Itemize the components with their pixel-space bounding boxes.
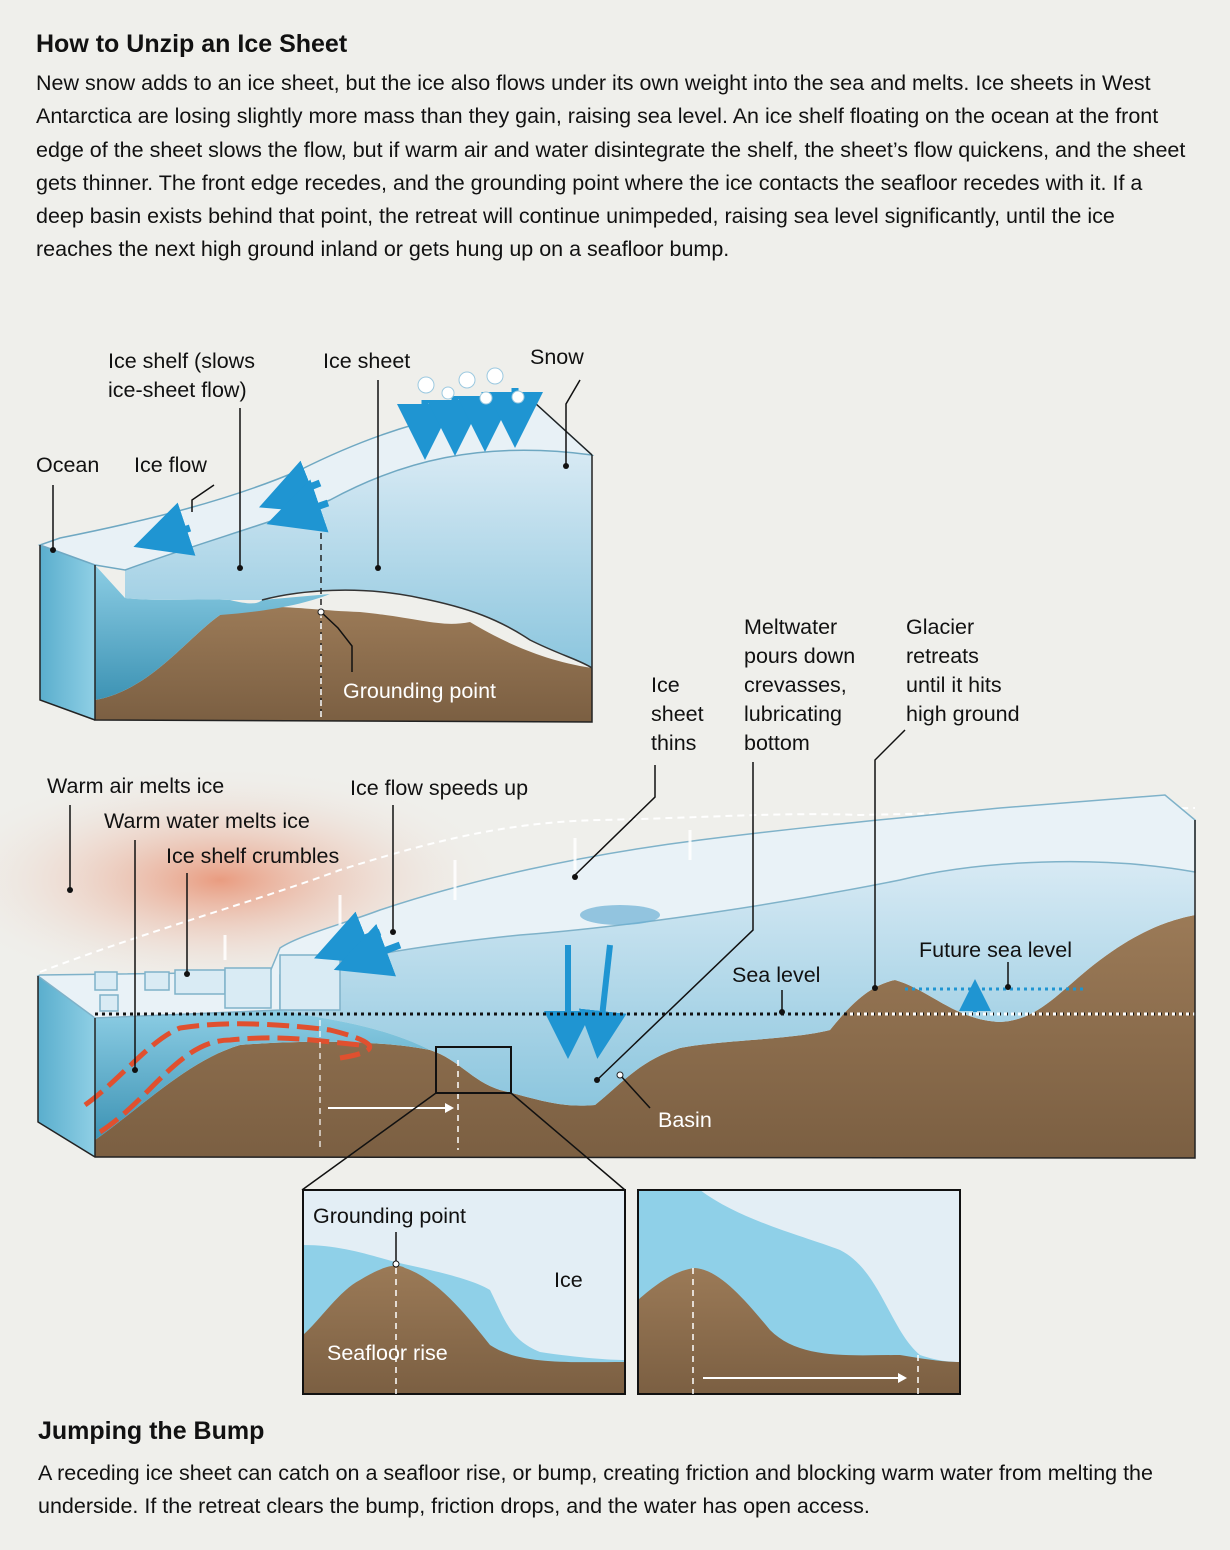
label-ice-shelf-2: ice-sheet flow) bbox=[108, 378, 247, 402]
inset-label-ice: Ice bbox=[554, 1268, 583, 1292]
main-ocean-side bbox=[38, 976, 95, 1157]
top-water-face bbox=[95, 565, 330, 700]
top-ocean-side bbox=[40, 545, 95, 720]
label-warm-air: Warm air melts ice bbox=[47, 774, 224, 798]
label-snow: Snow bbox=[530, 345, 584, 369]
label-glacier-3: until it hits bbox=[906, 673, 1002, 697]
label-sea-level: Sea level bbox=[732, 963, 820, 987]
intro-paragraph: New snow adds to an ice sheet, but the i… bbox=[36, 71, 1186, 262]
page-title: How to Unzip an Ice Sheet bbox=[36, 30, 348, 58]
snowflake-icon bbox=[417, 367, 525, 405]
top-seafloor bbox=[95, 606, 592, 722]
label-ice-flow-speeds: Ice flow speeds up bbox=[350, 776, 528, 800]
label-meltwater-3: crevasses, bbox=[744, 673, 847, 697]
label-glacier-4: high ground bbox=[906, 702, 1020, 726]
label-grounding-point: Grounding point bbox=[343, 679, 496, 703]
label-thins-3: thins bbox=[651, 731, 696, 755]
meltwater-streams bbox=[544, 944, 627, 1059]
label-warm-water: Warm water melts ice bbox=[104, 809, 310, 833]
label-meltwater-4: lubricating bbox=[744, 702, 842, 726]
label-ocean: Ocean bbox=[36, 453, 99, 477]
label-glacier-1: Glacier bbox=[906, 615, 974, 639]
top-block-diagram: Ice shelf (slows ice-sheet flow) Ice she… bbox=[36, 345, 595, 723]
inset-after bbox=[637, 1189, 961, 1395]
top-ice-body bbox=[125, 450, 592, 668]
label-basin: Basin bbox=[658, 1108, 712, 1132]
inset-before: Grounding point Ice Seafloor rise bbox=[302, 1189, 626, 1395]
label-ice-shelf-1: Ice shelf (slows bbox=[108, 349, 255, 373]
main-ice-body bbox=[280, 861, 1195, 1106]
label-ice-flow: Ice flow bbox=[134, 453, 207, 477]
ice-flow-arrows bbox=[133, 460, 330, 556]
flow-speed-arrows bbox=[314, 911, 402, 977]
label-ice-sheet: Ice sheet bbox=[323, 349, 410, 373]
main-seafloor bbox=[95, 915, 1195, 1158]
label-meltwater-1: Meltwater bbox=[744, 615, 837, 639]
label-thins-1: Ice bbox=[651, 673, 680, 697]
label-glacier-2: retreats bbox=[906, 644, 979, 668]
section-title: Jumping the Bump bbox=[38, 1417, 265, 1445]
main-ocean-water bbox=[95, 1010, 430, 1140]
label-ice-shelf-crumbles: Ice shelf crumbles bbox=[166, 844, 339, 868]
label-meltwater-2: pours down bbox=[744, 644, 855, 668]
label-meltwater-5: bottom bbox=[744, 731, 810, 755]
inset-label-seafloor-rise: Seafloor rise bbox=[327, 1341, 448, 1365]
main-block-diagram: Warm air melts ice Warm water melts ice … bbox=[0, 615, 1196, 1191]
crumbling-shelf-blocks bbox=[94, 954, 341, 1012]
inset-label-grounding-point: Grounding point bbox=[313, 1204, 466, 1228]
section-body: A receding ice sheet can catch on a seaf… bbox=[38, 1461, 1153, 1518]
label-future-sea-level: Future sea level bbox=[919, 938, 1072, 962]
label-thins-2: sheet bbox=[651, 702, 704, 726]
